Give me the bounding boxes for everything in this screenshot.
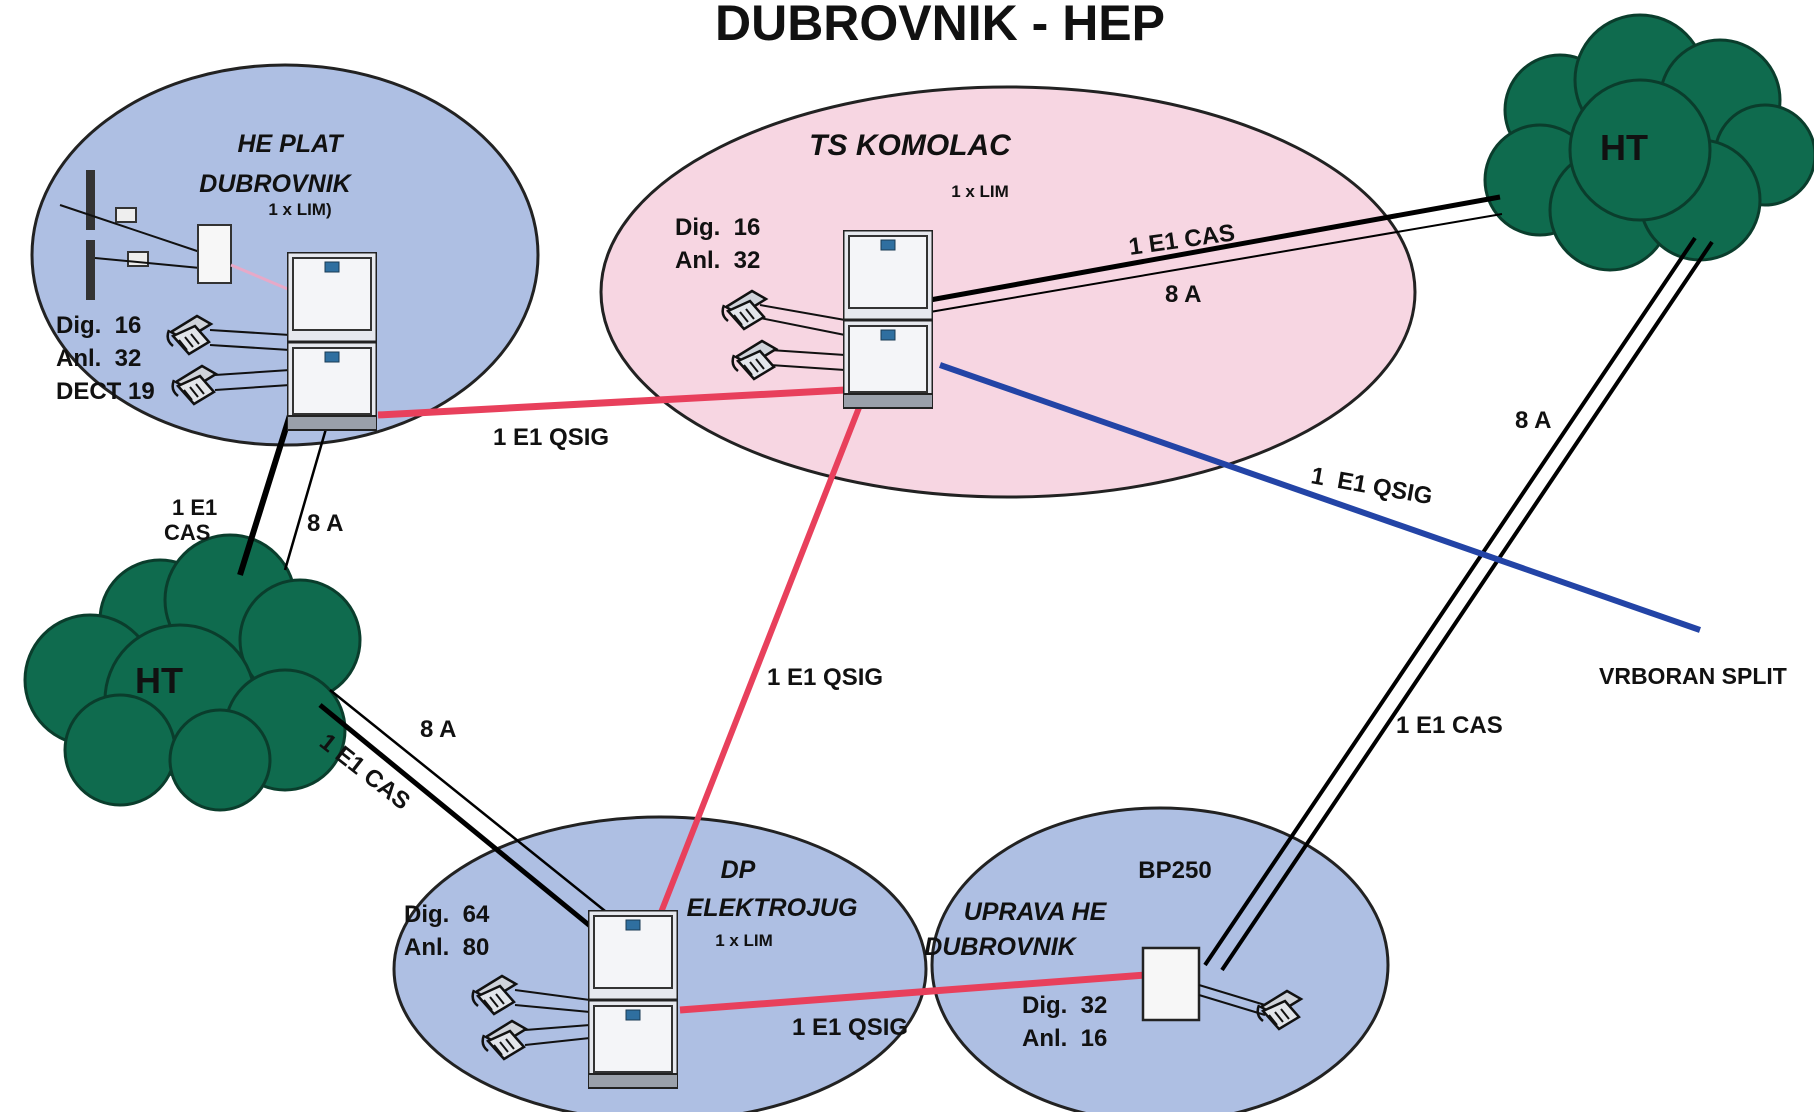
ht-cloud-right — [1483, 13, 1814, 272]
ht-right-label: HT — [1600, 127, 1648, 168]
link-ht-elektrojug-cas — [318, 703, 597, 932]
ts-komolac-anl: Anl. 32 — [675, 247, 760, 274]
dp-elektrojug-pbx — [588, 910, 678, 1090]
link-komolac-ht-cas — [929, 194, 1501, 303]
he-plat-dig: Dig. 16 — [56, 312, 141, 339]
uprava-he-dig: Dig. 32 — [1022, 992, 1107, 1019]
plat-komolac-qsig-label: 1 E1 QSIG — [493, 424, 609, 451]
ht-elektrojug-analog-label: 8 A — [420, 716, 456, 743]
link-plat-komolac-qsig — [377, 386, 846, 419]
he-plat-name-line1: HE PLAT — [237, 130, 345, 158]
ht-uprava-cas-label: 1 E1 CAS — [1396, 712, 1503, 739]
plat-ht-analog-label: 8 A — [307, 510, 343, 537]
link-komolac-elektrojug-qsig — [657, 398, 865, 917]
uprava-he-name-line1: UPRAVA HE — [964, 898, 1108, 926]
uprava-he-anl: Anl. 16 — [1022, 1025, 1107, 1052]
he-plat-dect: DECT 19 — [56, 378, 155, 405]
dp-elektrojug-name-line2: ELEKTROJUG — [687, 894, 858, 922]
plat-ht-cas-label-line1: 1 E1 — [172, 495, 217, 520]
uprava-he-name-line2: DUBROVNIK — [924, 933, 1077, 961]
he-plat-name-line2: DUBROVNIK — [199, 170, 352, 198]
ts-komolac-pbx — [843, 230, 933, 410]
ht-uprava-analog-label: 8 A — [1515, 407, 1551, 434]
ts-komolac-lim: 1 x LIM — [951, 182, 1009, 201]
he-plat-pbx — [287, 252, 377, 432]
uprava-he-bp250-pbx — [1141, 946, 1201, 1022]
link-ht-uprava-analog — [1220, 240, 1714, 972]
elektrojug-uprava-qsig-label: 1 E1 QSIG — [792, 1014, 908, 1041]
ht-left-label: HT — [135, 660, 183, 701]
link-plat-ht-analog — [283, 414, 332, 571]
diagram-title: DUBROVNIK - HEP — [715, 0, 1165, 51]
ts-komolac-dig: Dig. 16 — [675, 214, 760, 241]
he-plat-dect-equipment — [59, 170, 291, 300]
vrboran-split-label: VRBORAN SPLIT — [1599, 663, 1787, 689]
komolac-elektrojug-qsig-label: 1 E1 QSIG — [767, 664, 883, 691]
dect-base-station — [197, 224, 232, 284]
site-he-plat — [30, 63, 540, 447]
plat-ht-cas-label-line2: CAS — [164, 520, 210, 545]
link-komolac-vrboran-qsig — [939, 362, 1701, 633]
dp-elektrojug-lim: 1 x LIM — [715, 931, 773, 950]
link-komolac-ht-analog — [929, 213, 1503, 313]
he-plat-anl: Anl. 32 — [56, 345, 141, 372]
dp-elektrojug-dig: Dig. 64 — [404, 901, 490, 928]
link-ht-elektrojug-analog — [329, 689, 611, 916]
dp-elektrojug-anl: Anl. 80 — [404, 934, 489, 961]
ts-komolac-name: TS KOMOLAC — [809, 129, 1012, 162]
link-ht-uprava-cas — [1203, 236, 1697, 967]
ht-cloud-left — [23, 533, 362, 812]
dp-elektrojug-name-line1: DP — [721, 856, 756, 884]
komolac-ht-analog-label: 8 A — [1165, 281, 1201, 308]
link-elektrojug-uprava-qsig — [679, 971, 1146, 1014]
uprava-he-model: BP250 — [1138, 857, 1211, 884]
he-plat-lim: 1 x LIM) — [268, 200, 331, 219]
link-plat-ht-cas — [237, 414, 293, 576]
